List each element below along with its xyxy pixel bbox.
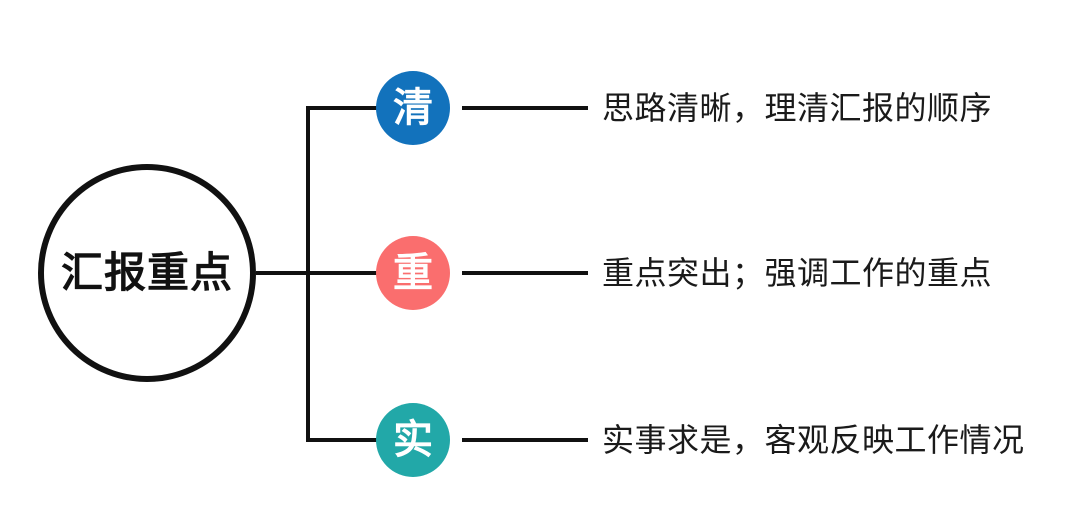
node-char-zhong: 重 <box>393 251 433 295</box>
connector-spine-to-node-qing <box>306 106 378 110</box>
hub-circle[interactable]: 汇报重点 <box>38 164 256 382</box>
connector-node-zhong-to-desc <box>462 271 588 275</box>
node-char-qing: 清 <box>393 86 433 130</box>
node-description-shi: 实事求是，客观反映工作情况 <box>602 422 1025 458</box>
connector-spine-to-node-shi <box>306 438 378 442</box>
connector-spine-to-node-zhong <box>306 271 378 275</box>
node-char-shi: 实 <box>393 418 433 462</box>
node-description-qing: 思路清晰，理清汇报的顺序 <box>602 90 993 126</box>
connector-node-shi-to-desc <box>462 438 588 442</box>
node-circle-zhong[interactable]: 重 <box>376 236 450 310</box>
connector-node-qing-to-desc <box>462 106 588 110</box>
connector-hub-to-spine <box>256 271 308 275</box>
hub-label: 汇报重点 <box>60 249 233 296</box>
node-circle-shi[interactable]: 实 <box>376 403 450 477</box>
node-circle-qing[interactable]: 清 <box>376 71 450 145</box>
node-description-zhong: 重点突出；强调工作的重点 <box>602 255 993 291</box>
